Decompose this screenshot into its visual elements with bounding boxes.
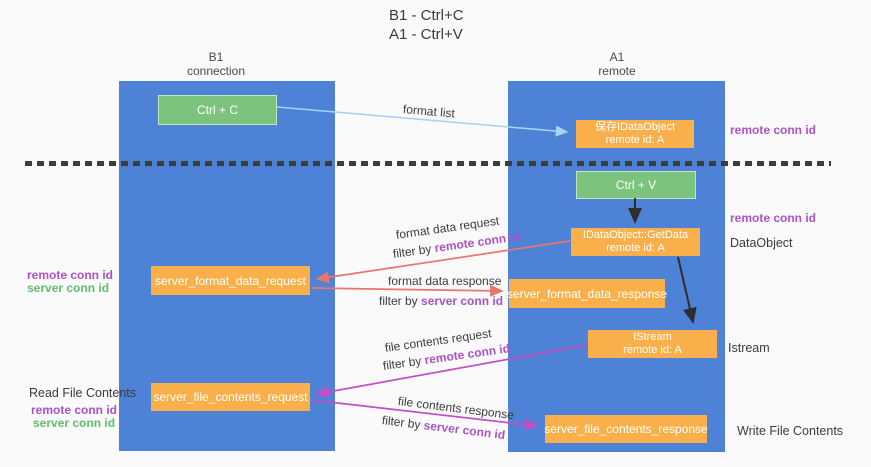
machine-boundary-dashed-line [25,161,831,166]
server-file-contents-response-box: server_file_contents_response [544,415,708,443]
getdata-line2: remote id: A [606,242,665,254]
ctrl-c-label: Ctrl + C [196,103,238,117]
istream-line1: IStream [633,331,672,343]
filter-by-text: filter by [382,353,426,373]
right-column-header: A1 remote [557,51,677,79]
server-format-data-request-box: server_format_data_request [151,266,310,295]
server-file-contents-response-label: server_file_contents_response [544,422,708,436]
istream-box: IStream remote id: A [588,330,717,358]
left-remote-conn-id-label-2: remote conn id [31,403,118,417]
left-column-name: B1 [208,50,224,64]
write-file-contents-label: Write File Contents [737,424,844,438]
getdata-line1: IDataObject::GetData [582,229,689,241]
left-server-conn-id-label-1: server conn id [27,281,110,295]
server-conn-id-text: server conn id [422,418,506,443]
save-dataobject-box: 保存IDataObject remote id: A [576,120,694,148]
title-line-2: A1 - Ctrl+V [389,26,463,43]
filter-by-text: filter by [381,413,425,433]
diagram-title: B1 - Ctrl+C A1 - Ctrl+V [389,6,464,44]
idataobject-getdata-box: IDataObject::GetData remote id: A [571,228,700,256]
filter-by-text: filter by [379,294,422,308]
title-line-1: B1 - Ctrl+C [389,7,464,24]
left-server-conn-id-label-2: server conn id [33,416,116,430]
right-column-subtitle: remote [598,64,636,78]
right-column-name: A1 [609,50,625,64]
format-data-response-arrow [311,284,504,297]
right-remote-conn-id-label-1: remote conn id [730,123,817,137]
ctrl-v-box: Ctrl + V [576,171,696,199]
save-dataobject-line2: remote id: A [605,134,665,146]
save-dataobject-line1: 保存IDataObject [594,121,676,133]
server-file-contents-request-box: server_file_contents_request [151,383,310,411]
ctrl-v-label: Ctrl + V [615,178,657,192]
filter-by-text: filter by [392,241,436,261]
format-data-response-label: format data response [388,274,502,288]
left-column-subtitle: connection [186,64,246,78]
server-conn-id-text: server conn id [421,294,504,308]
server-file-contents-request-label: server_file_contents_request [153,390,308,404]
dataobject-label: DataObject [730,236,793,250]
server-format-data-request-label: server_format_data_request [155,273,306,288]
istream-line2: remote id: A [623,344,682,356]
format-response-filter-label: filter by server conn id [379,294,503,308]
read-file-contents-label: Read File Contents [29,386,137,400]
ctrl-c-box: Ctrl + C [158,95,277,125]
server-format-data-response-box: server_format_data_response [506,279,668,308]
left-column-header: B1 connection [156,51,276,79]
right-remote-conn-id-label-2: remote conn id [730,211,817,225]
server-format-data-response-label: server_format_data_response [506,286,668,301]
istream-side-label: Istream [728,341,770,355]
left-remote-conn-id-label-1: remote conn id [27,268,114,282]
format-list-label: format list [402,102,456,121]
